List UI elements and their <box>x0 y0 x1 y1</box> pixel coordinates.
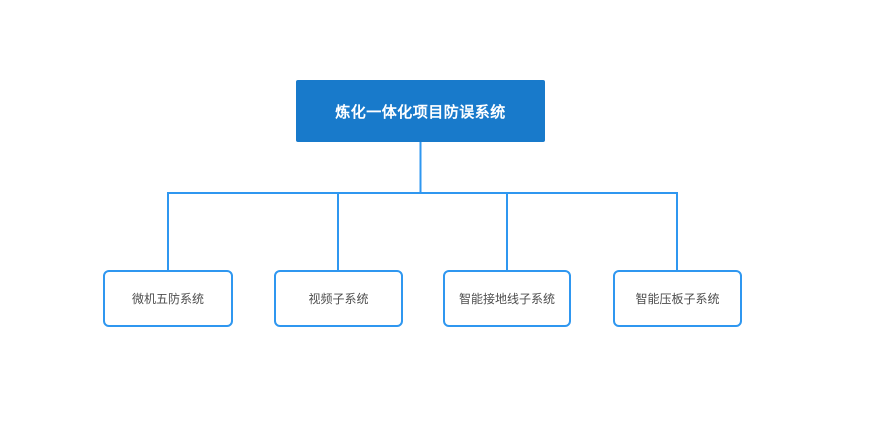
child-node-wuji-wufang[interactable]: 微机五防系统 <box>103 270 233 327</box>
child-node-pressure-plate-subsystem[interactable]: 智能压板子系统 <box>613 270 742 327</box>
root-node[interactable]: 炼化一体化项目防误系统 <box>296 80 545 142</box>
child-node-grounding-wire-subsystem[interactable]: 智能接地线子系统 <box>443 270 571 327</box>
child-node-label: 智能压板子系统 <box>635 292 720 306</box>
child-node-label: 视频子系统 <box>308 292 369 306</box>
child-node-label: 智能接地线子系统 <box>458 292 555 306</box>
child-node-video-subsystem[interactable]: 视频子系统 <box>274 270 403 327</box>
child-node-label: 微机五防系统 <box>131 292 204 306</box>
root-node-label: 炼化一体化项目防误系统 <box>335 103 506 121</box>
connector-path <box>167 141 678 271</box>
